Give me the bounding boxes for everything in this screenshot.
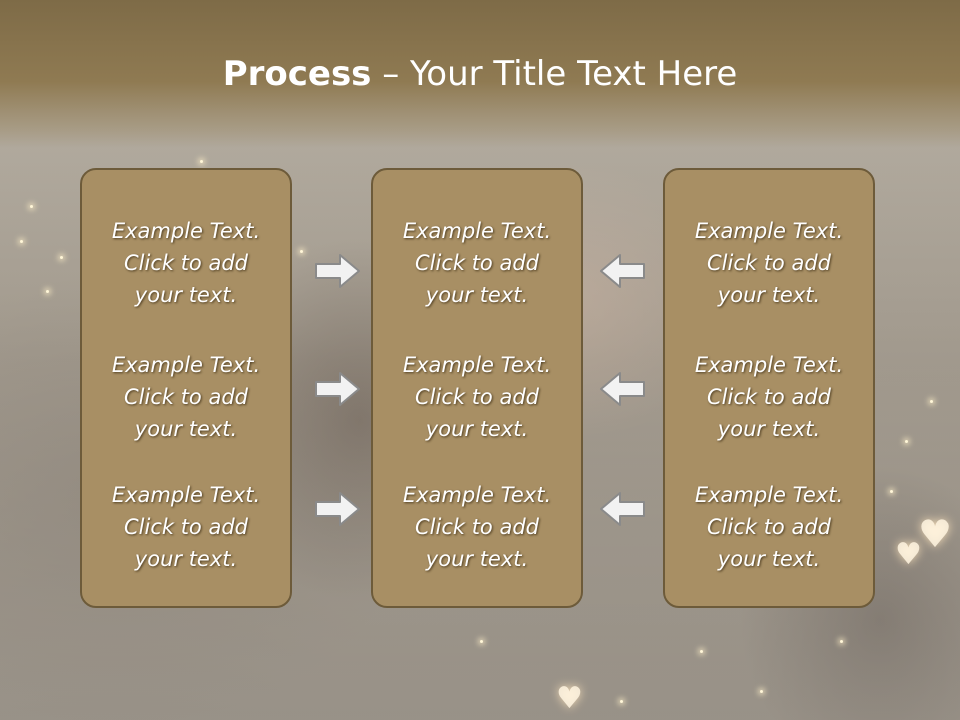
placeholder-text[interactable]: Example Text. Click to add your text. — [665, 215, 873, 311]
text-line: Click to add — [414, 251, 539, 275]
text-line: your text. — [717, 417, 821, 441]
placeholder-text[interactable]: Example Text. Click to add your text. — [82, 215, 290, 311]
text-line: Click to add — [706, 251, 831, 275]
arrow-left-icon — [598, 370, 646, 408]
process-panel-left: Example Text. Click to add your text. Ex… — [80, 168, 292, 608]
text-line: Click to add — [123, 385, 248, 409]
text-line: Example Text. — [694, 219, 844, 243]
text-line: your text. — [134, 547, 238, 571]
sparkle — [890, 490, 893, 493]
placeholder-text[interactable]: Example Text. Click to add your text. — [373, 349, 581, 445]
sparkle — [930, 400, 933, 403]
sparkle — [905, 440, 908, 443]
text-line: your text. — [717, 547, 821, 571]
text-line: your text. — [134, 417, 238, 441]
text-line: Example Text. — [694, 353, 844, 377]
text-line: Example Text. — [111, 353, 261, 377]
arrow-right-icon — [314, 370, 362, 408]
text-line: Example Text. — [111, 219, 261, 243]
arrow-right-icon — [314, 252, 362, 290]
heart-bokeh-icon: ♥ — [556, 681, 583, 716]
arrow-right-icon — [314, 490, 362, 528]
text-line: Click to add — [706, 515, 831, 539]
process-panel-center: Example Text. Click to add your text. Ex… — [371, 168, 583, 608]
text-line: Click to add — [414, 385, 539, 409]
sparkle — [30, 205, 33, 208]
text-line: Example Text. — [402, 483, 552, 507]
text-line: your text. — [425, 283, 529, 307]
text-line: your text. — [425, 547, 529, 571]
placeholder-text[interactable]: Example Text. Click to add your text. — [665, 349, 873, 445]
sparkle — [620, 700, 623, 703]
slide-title[interactable]: Process – Your Title Text Here — [0, 52, 960, 96]
text-line: Example Text. — [694, 483, 844, 507]
title-band — [0, 0, 960, 148]
placeholder-text[interactable]: Example Text. Click to add your text. — [373, 479, 581, 575]
text-line: Example Text. — [111, 483, 261, 507]
sparkle — [700, 650, 703, 653]
sparkle — [200, 160, 203, 163]
heart-bokeh-icon: ♥ — [895, 537, 922, 572]
text-line: your text. — [425, 417, 529, 441]
sparkle — [480, 640, 483, 643]
text-line: Click to add — [706, 385, 831, 409]
placeholder-text[interactable]: Example Text. Click to add your text. — [373, 215, 581, 311]
title-rest: – Your Title Text Here — [371, 54, 738, 94]
process-panel-right: Example Text. Click to add your text. Ex… — [663, 168, 875, 608]
arrow-left-icon — [598, 490, 646, 528]
placeholder-text[interactable]: Example Text. Click to add your text. — [82, 349, 290, 445]
placeholder-text[interactable]: Example Text. Click to add your text. — [665, 479, 873, 575]
text-line: your text. — [134, 283, 238, 307]
sparkle — [46, 290, 49, 293]
text-line: Example Text. — [402, 353, 552, 377]
text-line: Click to add — [414, 515, 539, 539]
text-line: Example Text. — [402, 219, 552, 243]
title-bold: Process — [222, 54, 372, 94]
text-line: Click to add — [123, 515, 248, 539]
placeholder-text[interactable]: Example Text. Click to add your text. — [82, 479, 290, 575]
sparkle — [840, 640, 843, 643]
heart-bokeh-icon: ♥ — [918, 512, 953, 556]
sparkle — [20, 240, 23, 243]
arrow-left-icon — [598, 252, 646, 290]
sparkle — [760, 690, 763, 693]
text-line: Click to add — [123, 251, 248, 275]
sparkle — [60, 256, 63, 259]
sparkle — [300, 250, 303, 253]
text-line: your text. — [717, 283, 821, 307]
